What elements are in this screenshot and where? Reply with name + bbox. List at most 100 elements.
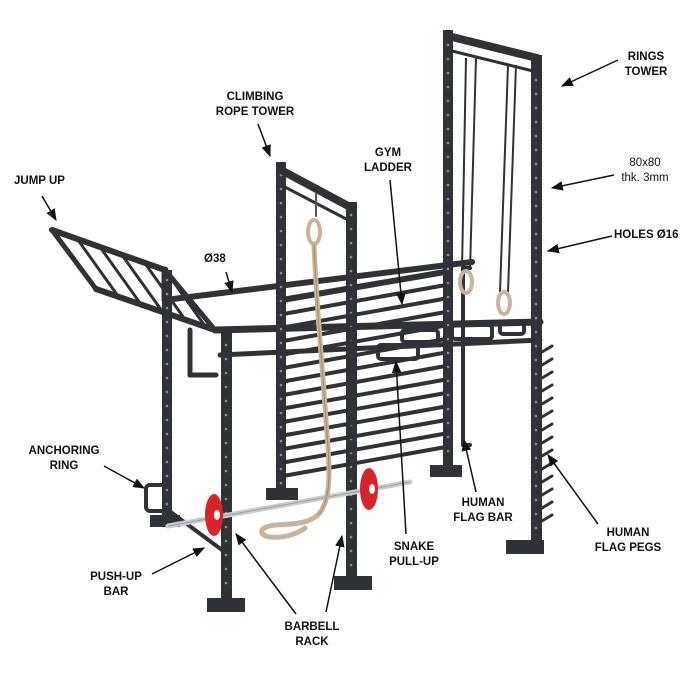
- post-hole: [165, 418, 169, 422]
- post-hole: [279, 355, 283, 359]
- label-line: FLAG PEGS: [594, 542, 662, 554]
- post-hole: [279, 467, 283, 471]
- post-hole: [534, 498, 538, 502]
- ladder-rung: [284, 283, 445, 316]
- post-hole: [349, 241, 353, 245]
- post-hole: [279, 411, 283, 415]
- post-hole: [534, 162, 538, 166]
- post-hole: [446, 99, 450, 103]
- post-hole: [446, 309, 450, 313]
- post-hole: [534, 428, 538, 432]
- post-hole: [165, 348, 169, 352]
- flag-peg: [540, 370, 554, 380]
- label-line: BARBELL: [284, 621, 340, 633]
- post-hole: [446, 351, 450, 355]
- post-hole: [349, 297, 353, 301]
- flag-peg: [540, 500, 554, 510]
- post-hole: [349, 549, 353, 553]
- post-hole: [446, 407, 450, 411]
- label-tube-diameter: Ø38: [204, 253, 226, 265]
- label-line: PULL-UP: [389, 556, 439, 568]
- post-hole: [534, 176, 538, 180]
- label-snake-pull-up: SNAKE PULL-UP: [382, 540, 446, 570]
- label-line: ANCHORING: [28, 445, 100, 457]
- post-hole: [534, 386, 538, 390]
- posts: [150, 30, 544, 612]
- label-human-flag-bar: HUMAN FLAG BAR: [448, 496, 518, 526]
- label-line: thk. 3mm: [621, 172, 669, 184]
- climbing-rope: [259, 193, 332, 540]
- post-hole: [279, 383, 283, 387]
- post-hole: [224, 553, 228, 557]
- ladder-rung: [284, 310, 445, 343]
- post-hole: [279, 425, 283, 429]
- flag-peg: [540, 513, 554, 523]
- post-hole: [446, 281, 450, 285]
- post-hole: [349, 255, 353, 259]
- label-line: BAR: [103, 586, 129, 598]
- label-human-flag-pegs: HUMAN FLAG PEGS: [588, 526, 668, 556]
- flag-peg: [540, 409, 554, 419]
- post-hole: [534, 274, 538, 278]
- post-hole: [534, 246, 538, 250]
- post-hole: [446, 253, 450, 257]
- post-hole: [165, 362, 169, 366]
- post-hole: [446, 71, 450, 75]
- rings-tower-top: [444, 32, 541, 74]
- post-hole: [349, 269, 353, 273]
- post-hole: [349, 227, 353, 231]
- flag-peg: [540, 344, 554, 354]
- post-hole: [224, 343, 228, 347]
- post-hole: [446, 113, 450, 117]
- post-hole: [349, 283, 353, 287]
- label-line: RACK: [295, 636, 329, 648]
- flag-peg: [540, 487, 554, 497]
- post-hole: [224, 455, 228, 459]
- label-line: PUSH-UP: [90, 571, 142, 583]
- post-hole: [446, 127, 450, 131]
- ladder-rung: [284, 432, 445, 464]
- post-hole: [534, 512, 538, 516]
- post-hole: [534, 232, 538, 236]
- flag-peg: [540, 435, 554, 445]
- post-hole: [446, 449, 450, 453]
- push-up-bar: [166, 508, 224, 552]
- label-line: 80x80: [629, 157, 661, 169]
- post-hole: [534, 484, 538, 488]
- flag-peg: [540, 422, 554, 432]
- post-hole: [446, 155, 450, 159]
- flag-peg: [540, 357, 554, 367]
- post-hole: [165, 488, 169, 492]
- post-hole: [534, 120, 538, 124]
- post-hole: [446, 183, 450, 187]
- post-hole: [534, 344, 538, 348]
- post-hole: [279, 201, 283, 205]
- post-hole: [446, 337, 450, 341]
- post-hole: [165, 404, 169, 408]
- post-hole: [534, 190, 538, 194]
- post-hole: [279, 271, 283, 275]
- post-hole: [279, 481, 283, 485]
- ladder-rung: [284, 297, 445, 329]
- post-hole: [224, 385, 228, 389]
- post-hole: [446, 365, 450, 369]
- post-hole: [165, 446, 169, 450]
- post-hole: [165, 292, 169, 296]
- post-hole: [446, 379, 450, 383]
- post-hole: [349, 521, 353, 525]
- post-hole: [279, 243, 283, 247]
- label-line: HUMAN: [606, 527, 650, 539]
- post-hole: [534, 92, 538, 96]
- post-hole: [224, 399, 228, 403]
- post-hole: [224, 567, 228, 571]
- post-hole: [279, 187, 283, 191]
- ladder-rung: [284, 391, 445, 424]
- rig-structure: [49, 30, 554, 612]
- post-hole: [446, 239, 450, 243]
- post-hole: [349, 535, 353, 539]
- post-hole: [534, 400, 538, 404]
- post-hole: [279, 257, 283, 261]
- post-hole: [534, 456, 538, 460]
- label-barbell-rack: BARBELL RACK: [280, 620, 344, 650]
